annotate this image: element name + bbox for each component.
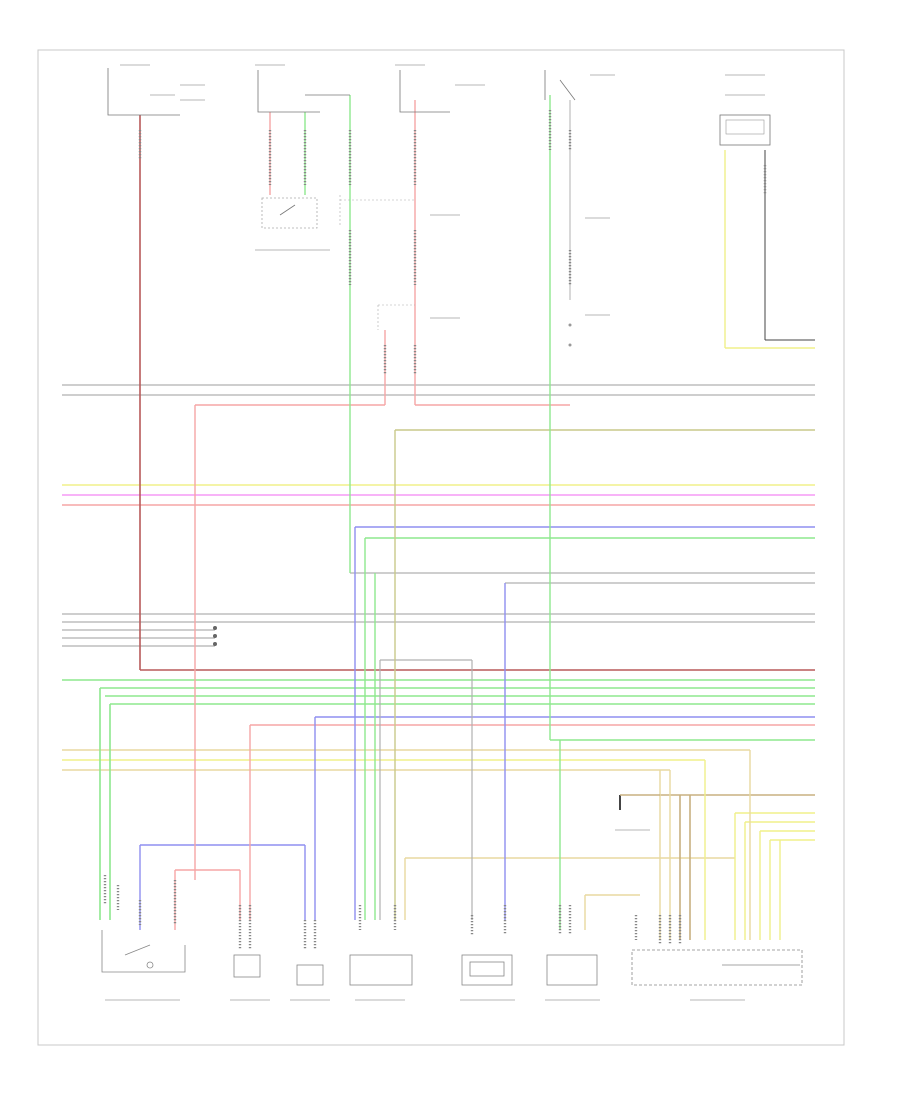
splice-dot-1 (213, 626, 217, 630)
fuse-box-1 (107, 68, 180, 116)
switch-contact (124, 944, 151, 956)
label-blocks (105, 64, 765, 1001)
top-components (107, 68, 771, 347)
component-2 (233, 954, 261, 978)
bottom-components (101, 930, 803, 986)
splice-dot-3 (213, 642, 217, 646)
connector-marks (103, 110, 767, 950)
relay-contact (279, 204, 296, 216)
component-5 (461, 954, 513, 986)
splice-dots (213, 626, 217, 646)
switch-component (101, 930, 186, 973)
ground-point-2 (568, 343, 572, 347)
fuse-box-2 (257, 70, 320, 113)
component-3 (296, 964, 324, 986)
splice-dot-2 (213, 634, 217, 638)
splice-1 (339, 195, 415, 225)
ignition-switch-contact (559, 79, 576, 101)
component-4 (349, 954, 413, 986)
component-6 (546, 954, 598, 986)
relay-box (261, 197, 318, 229)
component-7 (631, 949, 803, 986)
component-5-inner (469, 961, 505, 977)
vertical-wires (99, 95, 781, 940)
fuse-box-3 (399, 70, 450, 113)
horizontal-wire-bus (62, 339, 815, 896)
diagram-border (37, 49, 845, 1046)
ground-point-1 (568, 323, 572, 327)
junction-block-inner (725, 119, 765, 135)
switch-terminal (146, 961, 154, 969)
junction-block (719, 114, 771, 146)
splice-2 (377, 304, 415, 330)
